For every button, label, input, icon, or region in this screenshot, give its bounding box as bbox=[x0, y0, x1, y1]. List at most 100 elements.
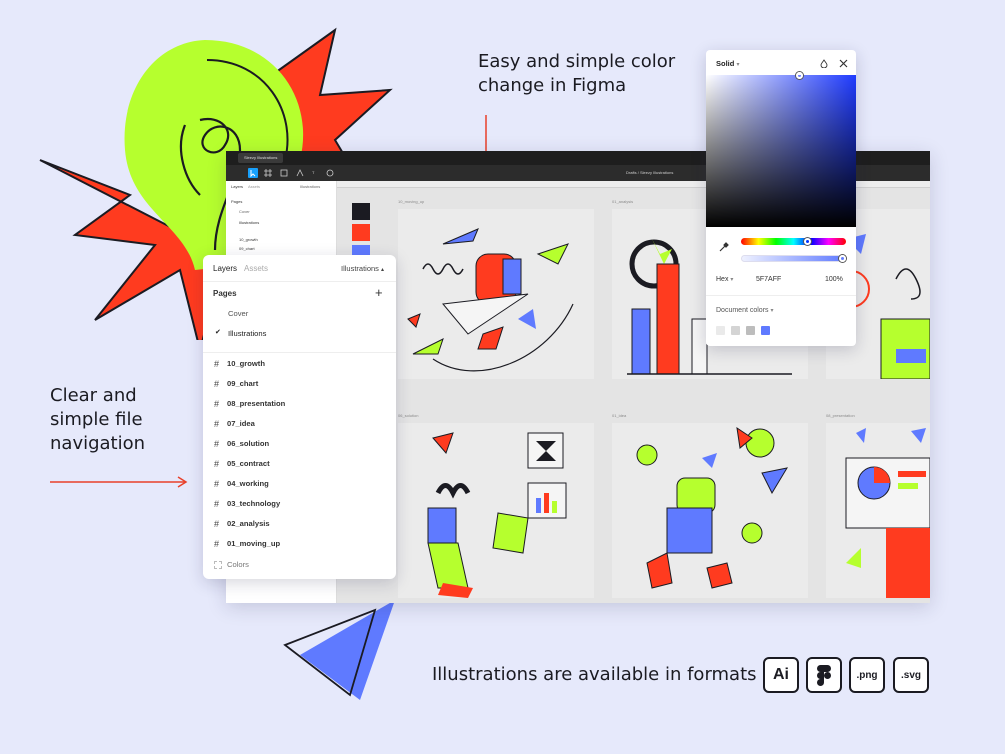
add-page-icon[interactable]: + bbox=[375, 285, 383, 300]
format-label: Ai bbox=[773, 666, 789, 683]
frame-icon: # bbox=[214, 399, 220, 409]
page-item-cover[interactable]: Cover bbox=[228, 309, 249, 318]
layer-label: 06_solution bbox=[227, 439, 270, 448]
layer-label: 08_presentation bbox=[227, 399, 286, 408]
format-ai-badge: Ai bbox=[763, 657, 799, 693]
mini-page-item[interactable]: Cover bbox=[239, 209, 250, 214]
frame-icon: # bbox=[214, 359, 220, 369]
chevron-down-icon: ▾ bbox=[730, 277, 734, 283]
color-swatch[interactable] bbox=[352, 224, 370, 241]
layer-label: 05_contract bbox=[227, 459, 270, 468]
opacity-slider[interactable] bbox=[741, 255, 846, 262]
caption-line: Clear and bbox=[50, 385, 137, 406]
mini-pages-heading: Pages bbox=[231, 199, 243, 204]
opacity-handle[interactable] bbox=[839, 255, 846, 262]
mini-layer-item[interactable]: 10_growth bbox=[239, 237, 258, 242]
color-format-select[interactable]: Hex ▾ bbox=[716, 276, 733, 283]
opacity-input[interactable]: 100% bbox=[825, 276, 843, 283]
file-tab[interactable]: Sleezy Illustrations bbox=[238, 153, 284, 163]
document-color-swatch[interactable] bbox=[716, 326, 725, 335]
document-colors-select[interactable]: Document colors ▾ bbox=[716, 307, 774, 314]
layer-label: 07_idea bbox=[227, 419, 255, 428]
frame-label[interactable]: 01_analysis bbox=[612, 199, 634, 204]
caption-line: change in Figma bbox=[478, 75, 627, 96]
format-label: .svg bbox=[900, 669, 921, 681]
page-select[interactable]: Illustrations ▴ bbox=[341, 264, 384, 273]
saturation-handle[interactable] bbox=[796, 72, 803, 79]
layer-label: 04_working bbox=[227, 479, 269, 488]
format-png-badge: .png bbox=[849, 657, 885, 693]
fill-mode-select[interactable]: Solid ▾ bbox=[716, 59, 739, 68]
eyedropper-icon[interactable] bbox=[718, 242, 729, 253]
divider bbox=[203, 352, 396, 353]
layer-label: 01_moving_up bbox=[227, 539, 281, 548]
ruler bbox=[336, 181, 930, 188]
chevron-down-icon: ▾ bbox=[736, 62, 740, 68]
frame-icon: # bbox=[214, 379, 220, 389]
shape-tool-icon[interactable] bbox=[280, 169, 288, 177]
mini-page-item[interactable]: Illustrations bbox=[239, 220, 260, 225]
fill-mode-label: Solid bbox=[716, 59, 735, 68]
frame-label[interactable]: 10_moving_up bbox=[398, 199, 425, 204]
frame-icon: # bbox=[214, 419, 220, 429]
frame-icon: # bbox=[214, 519, 220, 529]
tab-assets[interactable]: Assets bbox=[244, 264, 269, 273]
breadcrumb[interactable]: Drafts / Sleezy Illustrations bbox=[626, 170, 674, 175]
frame-label[interactable]: 06_solution bbox=[398, 413, 419, 418]
mini-tab-assets[interactable]: Assets bbox=[248, 184, 261, 189]
arrow-right-icon bbox=[50, 476, 188, 488]
text-tool-icon[interactable]: T bbox=[312, 170, 315, 175]
layer-label: 09_chart bbox=[227, 379, 259, 388]
checkmark-icon: ✔ bbox=[215, 329, 221, 336]
illustration-presentation[interactable] bbox=[826, 423, 930, 598]
layer-label: 10_growth bbox=[227, 359, 265, 368]
frame-label[interactable]: 01_idea bbox=[612, 413, 627, 418]
tab-layers[interactable]: Layers bbox=[213, 264, 238, 273]
group-icon bbox=[214, 561, 222, 569]
mini-layer-item[interactable]: 09_chart bbox=[239, 246, 255, 251]
format-label: .png bbox=[856, 669, 878, 681]
format-figma-badge bbox=[806, 657, 842, 693]
frame-icon: # bbox=[214, 499, 220, 509]
frame-tool-icon[interactable] bbox=[264, 169, 272, 177]
layer-label: 02_analysis bbox=[227, 519, 270, 528]
document-color-swatch[interactable] bbox=[731, 326, 740, 335]
caption-color-change: Easy and simple color change in Figma bbox=[478, 50, 675, 98]
chevron-down-icon: ▾ bbox=[770, 308, 774, 314]
illustration-idea[interactable] bbox=[612, 423, 808, 598]
layers-panel: Layers Assets Illustrations ▴ Pages + Co… bbox=[203, 255, 396, 579]
page-select-label: Illustrations bbox=[341, 264, 379, 273]
pen-tool-icon[interactable] bbox=[296, 169, 304, 177]
frame-icon: # bbox=[214, 539, 220, 549]
pages-heading: Pages bbox=[213, 289, 237, 298]
frame-icon: # bbox=[214, 439, 220, 449]
illustration-moving-up[interactable] bbox=[398, 209, 594, 379]
blend-mode-icon[interactable] bbox=[820, 59, 828, 68]
hue-handle[interactable] bbox=[804, 238, 811, 245]
page-item-illustrations[interactable]: Illustrations bbox=[228, 329, 267, 338]
divider bbox=[706, 295, 856, 296]
mini-page-select[interactable]: Illustrations bbox=[300, 184, 321, 189]
illustration-solution[interactable] bbox=[398, 423, 594, 598]
format-svg-badge: .svg bbox=[893, 657, 929, 693]
frame-icon: # bbox=[214, 479, 220, 489]
hue-slider[interactable] bbox=[741, 238, 846, 245]
caption-line: simple file bbox=[50, 409, 143, 430]
figma-icon bbox=[817, 664, 831, 686]
divider bbox=[203, 281, 396, 282]
document-color-swatch[interactable] bbox=[761, 326, 770, 335]
color-swatch[interactable] bbox=[352, 203, 370, 220]
close-icon[interactable] bbox=[839, 59, 848, 68]
frame-icon: # bbox=[214, 459, 220, 469]
move-tool-icon[interactable] bbox=[248, 168, 258, 178]
layer-label: 03_technology bbox=[227, 499, 281, 508]
saturation-value-area[interactable] bbox=[706, 75, 856, 227]
mini-tab-layers[interactable]: Layers bbox=[231, 184, 244, 189]
colors-frame bbox=[352, 203, 370, 259]
color-format-label: Hex bbox=[716, 276, 729, 283]
document-color-swatch[interactable] bbox=[746, 326, 755, 335]
hex-input[interactable]: 5F7AFF bbox=[756, 276, 782, 283]
frame-label[interactable]: 08_presentation bbox=[826, 413, 855, 418]
comment-tool-icon[interactable] bbox=[326, 169, 334, 177]
color-picker: Solid ▾ Hex ▾ 5F7AFF 100% Document color… bbox=[706, 50, 856, 346]
